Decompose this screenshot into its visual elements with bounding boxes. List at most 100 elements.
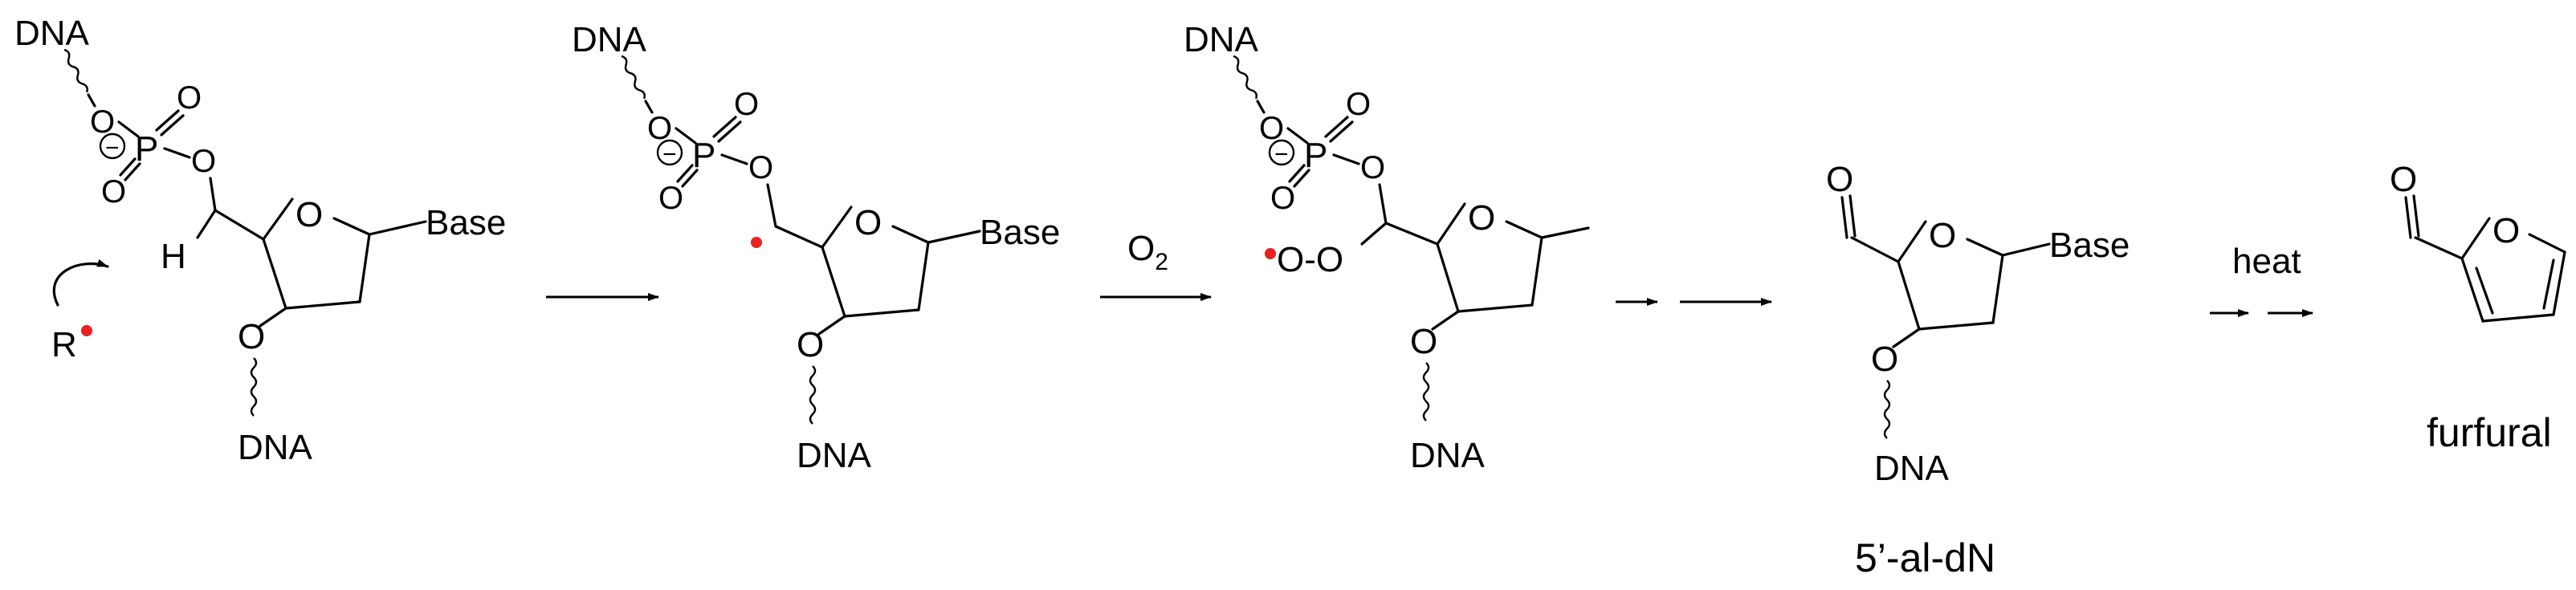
- bond: [1457, 303, 1534, 313]
- bond: [717, 120, 742, 143]
- wavy-bond: [63, 48, 88, 93]
- negative-charge-circle: [1268, 139, 1295, 166]
- oxygen-label: O: [797, 325, 824, 364]
- bond: [774, 225, 824, 249]
- bond: [1288, 164, 1306, 183]
- bond: [1848, 194, 1857, 238]
- bond: [209, 177, 217, 212]
- oxygen-label: O: [1346, 87, 1371, 122]
- bond: [644, 100, 654, 114]
- bond: [843, 308, 920, 318]
- phosphorus-label: P: [692, 136, 715, 175]
- oxygen-label: O: [748, 150, 773, 185]
- wavy-bond: [1883, 380, 1891, 439]
- dna-label: DNA: [1874, 449, 1950, 488]
- bond: [2552, 250, 2566, 316]
- oxygen-reagent-label: O2: [1127, 229, 1168, 275]
- bond: [1332, 153, 1360, 165]
- bond: [2001, 242, 2051, 257]
- ring-oxygen-label: O: [1929, 216, 1956, 255]
- ring-oxygen-label: O: [1468, 198, 1495, 238]
- bond: [1256, 100, 1266, 114]
- negative-charge-circle: [99, 132, 126, 160]
- bond: [766, 183, 777, 228]
- double-bond: [2542, 258, 2555, 310]
- bond: [214, 209, 265, 241]
- bond: [720, 153, 748, 165]
- bond: [1966, 238, 2004, 257]
- base-label: Base: [980, 213, 1060, 252]
- bond: [2460, 257, 2484, 323]
- bond: [262, 197, 294, 241]
- furan-oxygen-label: O: [2492, 211, 2520, 250]
- bond: [1840, 196, 1848, 239]
- radical-dot: [1265, 248, 1276, 259]
- bond: [1324, 116, 1349, 138]
- bond: [1991, 254, 2004, 324]
- bond: [196, 209, 217, 239]
- bond: [2481, 313, 2555, 323]
- oxygen-label: O: [1410, 322, 1437, 361]
- oxygen-label: O: [238, 317, 265, 356]
- ring-oxygen-label: O: [854, 203, 882, 242]
- bond: [821, 246, 846, 318]
- bond: [712, 116, 737, 138]
- bond: [124, 162, 141, 181]
- wavy-bond: [250, 357, 258, 417]
- negative-charge-sign: −: [105, 135, 120, 161]
- structure-2-carbon-radical: DNA O P O O O − O Base O DNA: [572, 20, 1060, 475]
- bond: [358, 233, 371, 303]
- heat-label: heat: [2232, 242, 2301, 281]
- aldehyde-product-caption: 5’-al-dN: [1855, 535, 1995, 580]
- bond: [675, 127, 697, 144]
- bond: [1378, 183, 1388, 225]
- radical-r-label: R: [51, 325, 77, 364]
- bond: [681, 169, 699, 188]
- bond: [1850, 236, 1900, 263]
- dna-label: DNA: [14, 14, 90, 53]
- oxygen-label: O: [734, 87, 759, 122]
- bond: [917, 241, 930, 311]
- phosphorus-label: P: [135, 129, 158, 169]
- ring-oxygen-label: O: [296, 195, 323, 234]
- peroxyl-label: O-O: [1277, 240, 1343, 279]
- bond: [2404, 196, 2412, 239]
- furfural-caption: furfural: [2427, 410, 2552, 455]
- bond: [368, 220, 427, 236]
- bond: [1286, 127, 1309, 144]
- bond: [817, 315, 846, 336]
- bond: [284, 300, 361, 310]
- bond: [2460, 217, 2491, 260]
- negative-charge-circle: [656, 139, 683, 166]
- bond: [332, 217, 371, 236]
- wavy-bond: [1233, 55, 1257, 100]
- structure-3-peroxyl-radical: DNA O P O O O − O-O O O DNA: [1184, 20, 1590, 475]
- oxygen-label: O: [177, 80, 202, 116]
- dna-label: DNA: [1184, 20, 1259, 59]
- base-label: Base: [426, 203, 506, 242]
- phosphorus-label: P: [1304, 136, 1327, 175]
- structure-5-furfural: O O furfural: [2390, 160, 2566, 455]
- bond: [891, 225, 930, 244]
- aldehyde-oxygen-label: O: [1826, 160, 1853, 199]
- oxygen-label: O: [1871, 340, 1898, 379]
- negative-charge-sign: −: [662, 141, 677, 168]
- dna-label: DNA: [238, 428, 313, 467]
- bond: [1360, 222, 1388, 246]
- bond: [1897, 220, 1927, 263]
- bond: [259, 307, 287, 328]
- bond: [160, 114, 185, 136]
- bond: [1431, 310, 1460, 331]
- base-label: Base: [2049, 226, 2130, 265]
- wavy-bond: [1422, 362, 1430, 421]
- wavy-bond: [809, 365, 817, 425]
- bond: [676, 164, 694, 183]
- bond: [1918, 321, 1995, 331]
- bond: [1436, 242, 1460, 313]
- bond: [1436, 202, 1466, 246]
- structure-1-starting-nucleotide: DNA O P O O O − H R O Base O DNA: [14, 14, 506, 467]
- negative-charge-sign: −: [1274, 141, 1289, 168]
- aldehyde-oxygen-label: O: [2390, 160, 2417, 199]
- bond: [119, 157, 137, 177]
